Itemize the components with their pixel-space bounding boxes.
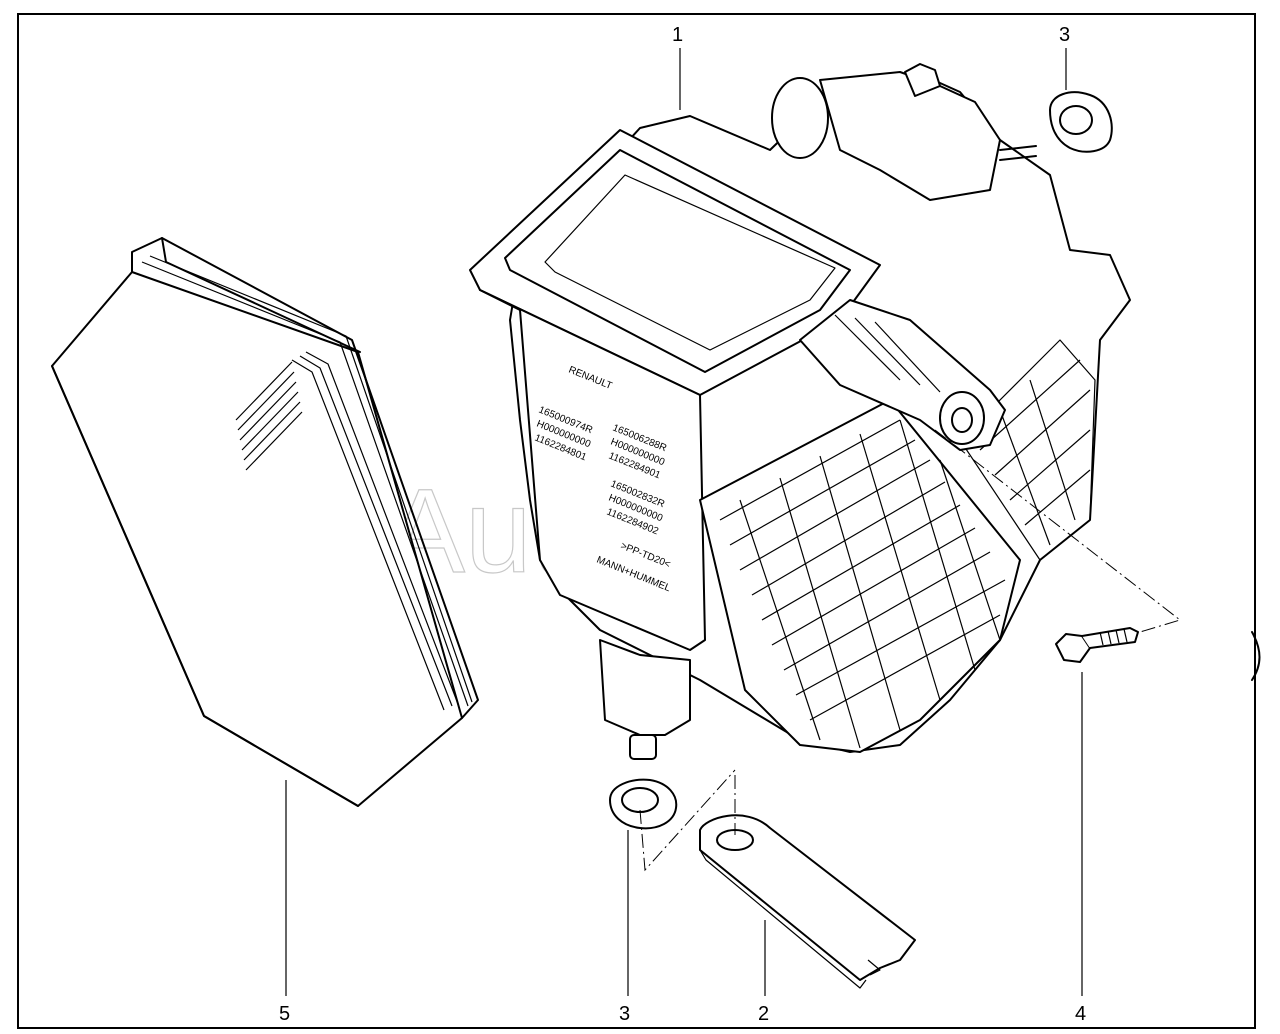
edge-mark [1251,631,1261,681]
filter-pleats [235,361,303,471]
rear-grille [959,339,1096,561]
air-filter-element [51,237,479,807]
callout-3-top: 3 [1059,24,1070,46]
callout-2: 2 [758,1003,769,1025]
leader-lines [285,48,1083,996]
callout-3-bottom: 3 [619,1003,630,1025]
callout-5: 5 [279,1003,290,1025]
assembly-lines [639,429,1182,872]
callout-1: 1 [672,24,683,46]
grommet-top [1049,91,1113,153]
support-bracket [699,814,916,989]
callout-4: 4 [1075,1003,1086,1025]
bolt [1055,627,1139,663]
grille-ribs [719,419,1006,749]
air-filter-housing: RENAULT 165000974R H000000000 1162284801… [469,63,1131,760]
grommet-bottom [609,778,678,830]
diagram-frame [17,13,1256,1029]
